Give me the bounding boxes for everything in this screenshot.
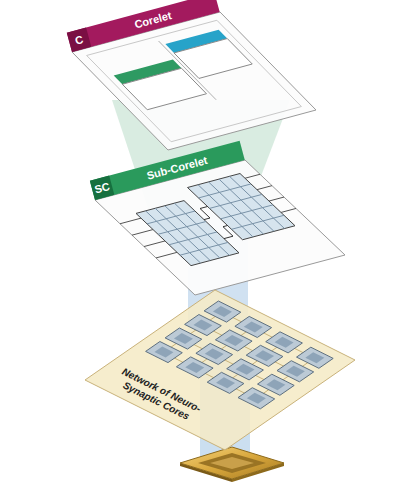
chip (180, 447, 284, 482)
sub-corelet-panel: SCSub-Corelet (75, 150, 355, 300)
core-network-layer: Network of Neuro-Synaptic Cores (40, 275, 370, 460)
panel-outline (40, 275, 370, 460)
corelet-panel: CCorelet (60, 0, 330, 160)
